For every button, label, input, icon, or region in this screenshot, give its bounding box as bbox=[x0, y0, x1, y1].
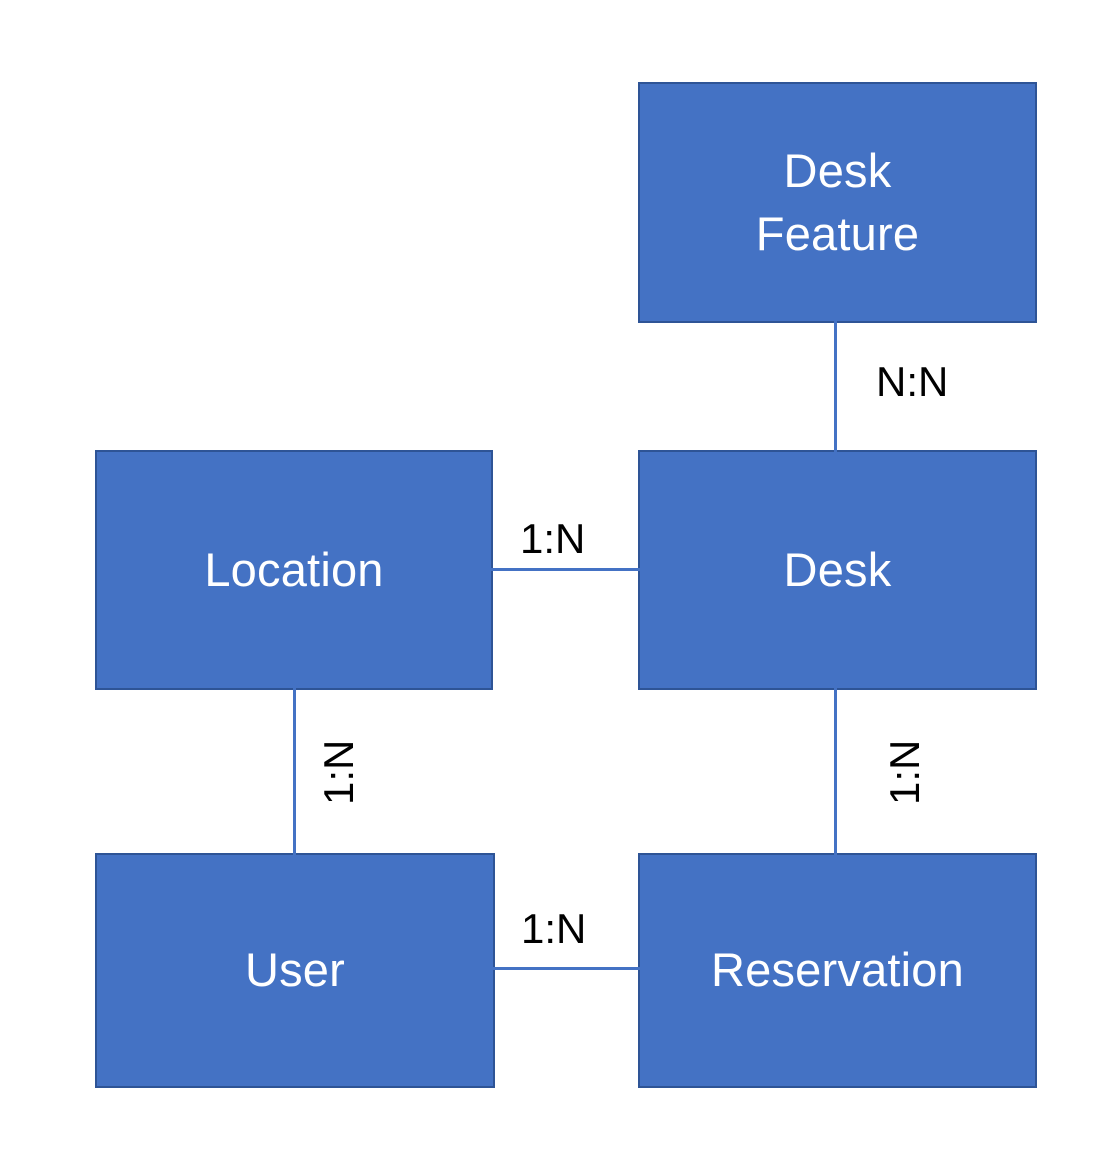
entity-label-location: Location bbox=[204, 542, 384, 596]
entity-box-location[interactable]: Location bbox=[95, 450, 493, 690]
connector-user-to-reservation bbox=[493, 967, 640, 970]
entity-box-reservation[interactable]: Reservation bbox=[638, 853, 1037, 1088]
connector-location-to-user bbox=[293, 688, 296, 855]
cardinality-label-user-reservation: 1:N bbox=[521, 905, 587, 952]
connector-desk-feature-to-desk bbox=[834, 321, 837, 452]
entity-box-user[interactable]: User bbox=[95, 853, 495, 1088]
connector-location-to-desk bbox=[491, 568, 640, 571]
cardinality-label-location-user: 1:N bbox=[315, 739, 362, 805]
cardinality-label-desk-reservation: 1:N bbox=[881, 739, 928, 805]
connector-desk-to-reservation bbox=[834, 688, 837, 855]
entity-label-user: User bbox=[244, 943, 346, 997]
entity-label-reservation: Reservation bbox=[711, 943, 964, 997]
entity-label-desk: Desk bbox=[783, 542, 892, 596]
cardinality-label-location-desk: 1:N bbox=[520, 515, 586, 562]
entity-label-desk-feature: Desk Feature bbox=[755, 144, 920, 260]
entity-box-desk[interactable]: Desk bbox=[638, 450, 1037, 690]
entity-box-desk-feature[interactable]: Desk Feature bbox=[638, 82, 1037, 323]
cardinality-label-desk-feature-desk: N:N bbox=[876, 358, 949, 405]
